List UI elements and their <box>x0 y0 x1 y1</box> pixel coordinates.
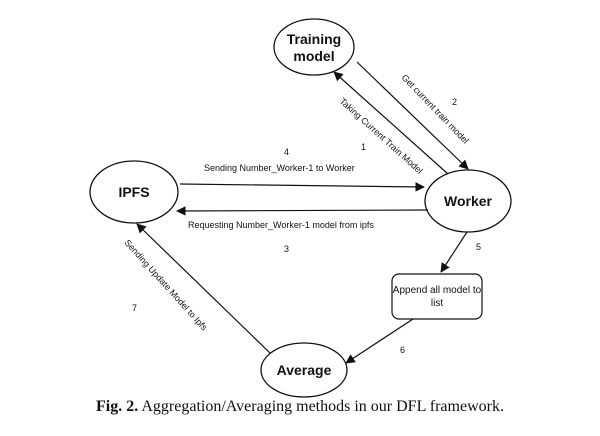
figure-caption: Fig. 2. Aggregation/Averaging methods in… <box>0 398 600 416</box>
worker-label: Worker <box>444 193 493 209</box>
arrow-append-to-average <box>345 318 414 364</box>
append-box-label-line2: list <box>431 298 443 309</box>
step-1: 1 <box>361 142 366 152</box>
worker-node: Worker <box>424 169 512 233</box>
ipfs-label: IPFS <box>118 184 149 200</box>
label-sending-to-worker: Sending Number_Worker-1 to Worker <box>204 163 355 173</box>
arrow-get-current-model <box>356 61 469 170</box>
training-model-label-line1: Training <box>287 31 341 47</box>
arrow-sending-to-worker <box>179 182 425 192</box>
figure-label: Fig. 2. <box>96 398 139 415</box>
arrow-worker-to-append <box>440 231 468 273</box>
average-label: Average <box>277 362 332 378</box>
step-6: 6 <box>400 345 405 355</box>
label-get-current-model: Get current train model <box>400 72 471 145</box>
append-models-box: Append all model to list <box>391 273 483 320</box>
step-4: 4 <box>284 147 289 157</box>
append-box-label-line1: Append all model to <box>393 285 482 296</box>
average-node: Average <box>260 342 348 398</box>
training-model-label-line2: model <box>293 48 334 64</box>
ipfs-node: IPFS <box>89 160 179 224</box>
arrow-sending-update-to-ipfs <box>136 223 271 354</box>
arrow-requesting-model <box>176 206 429 216</box>
training-model-node: Training model <box>273 18 355 76</box>
step-2: 2 <box>452 97 457 107</box>
label-requesting-model: Requesting Number_Worker-1 model from ip… <box>188 220 374 230</box>
step-7: 7 <box>132 303 137 313</box>
step-3: 3 <box>284 244 289 254</box>
figure-caption-text: Aggregation/Averaging methods in our DFL… <box>138 398 504 415</box>
step-5: 5 <box>476 242 481 252</box>
arrow-taking-current-model <box>333 71 449 175</box>
